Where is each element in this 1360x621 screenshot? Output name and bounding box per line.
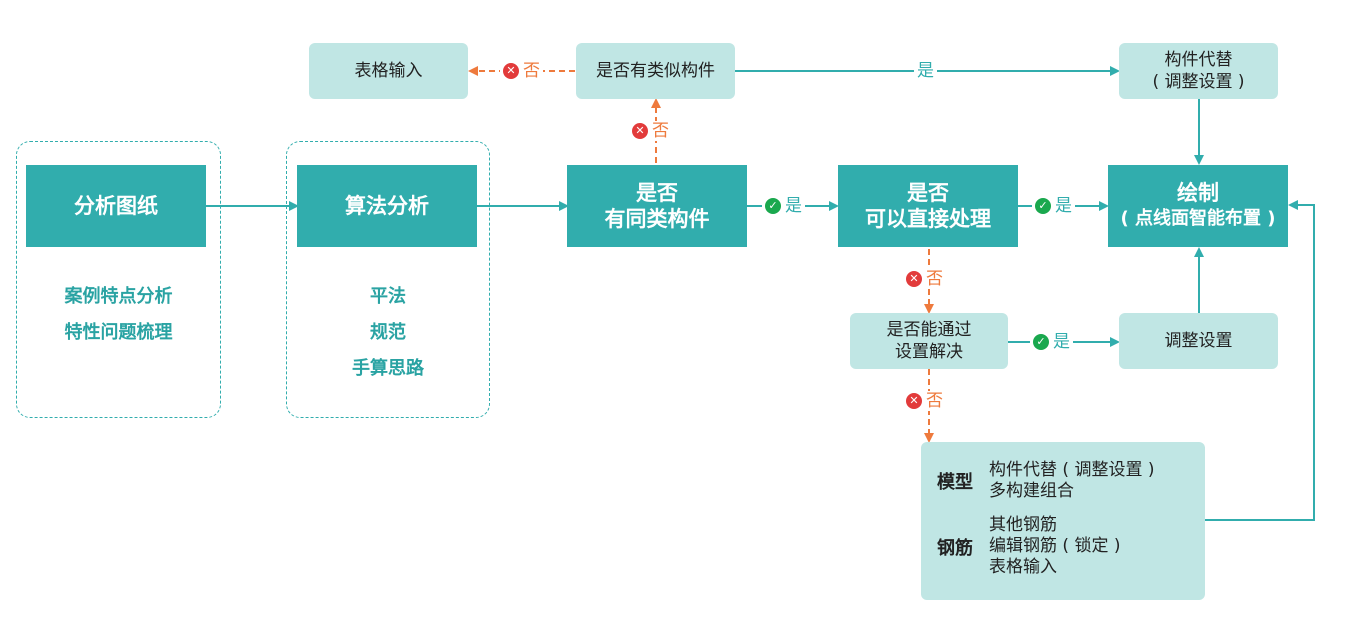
node-analyze-drawing: 分析图纸	[26, 165, 206, 247]
x-circle-icon: ✕	[632, 123, 648, 139]
node-draw-line2: ( 点线面智能布置 )	[1120, 208, 1276, 229]
node-direct-question: 是否 可以直接处理	[838, 165, 1018, 247]
node-settings-question: 是否能通过 设置解决	[850, 313, 1008, 369]
group-algorithm-analysis	[286, 141, 490, 418]
node-same-type-line1: 是否	[636, 181, 678, 205]
node-table-input-label: 表格输入	[354, 61, 423, 81]
node-draw: 绘制 ( 点线面智能布置 )	[1108, 165, 1288, 247]
x-circle-icon: ✕	[906, 393, 922, 409]
result-model-line: 构件代替 ( 调整设置 )	[989, 460, 1155, 480]
label-no-text: 否	[523, 61, 540, 81]
label-no-similar-to-table: ✕ 否	[500, 61, 543, 81]
result-rebar-row: 钢筋 其他钢筋 编辑钢筋 ( 锁定 ) 表格输入	[937, 515, 1205, 578]
group2-item: 平法	[370, 286, 406, 307]
result-rebar-line: 表格输入	[989, 557, 1057, 577]
result-model-head: 模型	[937, 472, 973, 493]
node-replace-line2: ( 调整设置 )	[1152, 72, 1245, 92]
result-rebar-lines: 其他钢筋 编辑钢筋 ( 锁定 ) 表格输入	[989, 515, 1120, 578]
label-yes-similar-to-replace: 是	[914, 61, 937, 81]
result-model-line: 多构建组合	[989, 481, 1074, 501]
node-component-replace: 构件代替 ( 调整设置 )	[1119, 43, 1278, 99]
node-adjust-label: 调整设置	[1164, 331, 1233, 351]
node-settings-line1: 是否能通过	[886, 320, 972, 340]
node-adjust-settings: 调整设置	[1119, 313, 1278, 369]
label-no-direct-to-settings: ✕ 否	[903, 269, 946, 289]
label-no-same-to-similar: ✕ 否	[629, 121, 672, 141]
group-drawing-analysis	[16, 141, 221, 418]
group2-items: 平法 规范 手算思路	[286, 279, 490, 387]
node-same-type-line2: 有同类构件	[604, 207, 710, 231]
label-yes-text: 是	[1053, 332, 1070, 352]
result-rebar-head: 钢筋	[937, 537, 973, 559]
group1-item: 特性问题梳理	[64, 322, 173, 343]
node-settings-line2: 设置解决	[895, 342, 963, 362]
node-draw-line1: 绘制	[1177, 181, 1219, 205]
node-algorithm-analysis: 算法分析	[297, 165, 477, 247]
node-direct-line2: 可以直接处理	[865, 207, 991, 231]
label-yes-direct-to-draw: ✓ 是	[1032, 196, 1075, 216]
check-circle-icon: ✓	[765, 198, 781, 214]
label-yes-text: 是	[917, 61, 934, 81]
result-rebar-line: 编辑钢筋 ( 锁定 )	[989, 536, 1121, 556]
label-no-settings-to-result: ✕ 否	[903, 391, 946, 411]
node-same-type-question: 是否 有同类构件	[567, 165, 747, 247]
check-circle-icon: ✓	[1033, 334, 1049, 350]
result-rebar-line: 其他钢筋	[989, 515, 1057, 535]
node-table-input: 表格输入	[309, 43, 468, 99]
label-yes-text: 是	[785, 196, 802, 216]
label-no-text: 否	[926, 391, 943, 411]
node-similar-question: 是否有类似构件	[576, 43, 735, 99]
check-circle-icon: ✓	[1035, 198, 1051, 214]
label-yes-settings-to-adjust: ✓ 是	[1030, 332, 1073, 352]
group1-item: 案例特点分析	[64, 286, 173, 307]
group2-item: 手算思路	[352, 358, 424, 379]
node-result-options: 模型 构件代替 ( 调整设置 ) 多构建组合 钢筋 其他钢筋 编辑钢筋 ( 锁定…	[921, 442, 1205, 600]
label-no-text: 否	[926, 269, 943, 289]
result-model-row: 模型 构件代替 ( 调整设置 ) 多构建组合	[937, 460, 1205, 502]
x-circle-icon: ✕	[503, 63, 519, 79]
node-analyze-drawing-label: 分析图纸	[74, 194, 158, 218]
group2-item: 规范	[370, 322, 406, 343]
label-no-text: 否	[652, 121, 669, 141]
label-yes-same-to-direct: ✓ 是	[762, 196, 805, 216]
result-model-lines: 构件代替 ( 调整设置 ) 多构建组合	[989, 460, 1154, 502]
node-similar-label: 是否有类似构件	[596, 61, 715, 81]
x-circle-icon: ✕	[906, 271, 922, 287]
edge-result-to-draw	[1205, 200, 1315, 521]
group1-items: 案例特点分析 特性问题梳理	[16, 279, 221, 351]
node-algorithm-analysis-label: 算法分析	[345, 194, 429, 218]
label-yes-text: 是	[1055, 196, 1072, 216]
node-direct-line1: 是否	[907, 181, 949, 205]
node-replace-line1: 构件代替	[1164, 50, 1233, 70]
